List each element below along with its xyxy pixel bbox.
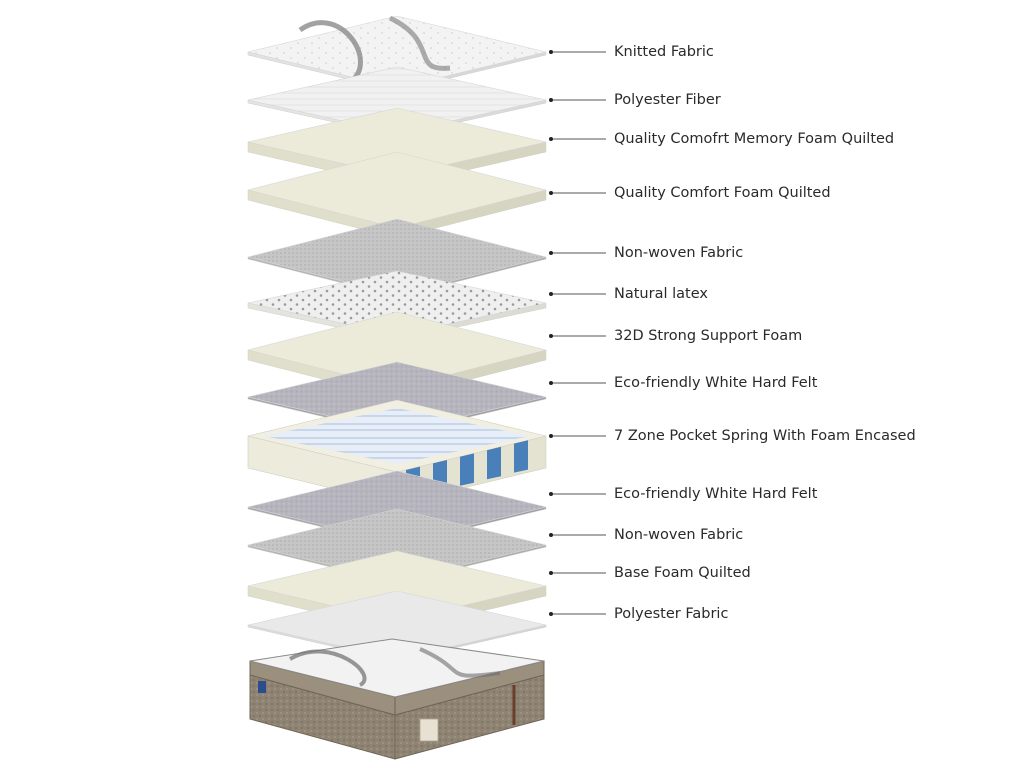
leader-line: [549, 381, 606, 385]
layer-4-foam: [247, 151, 547, 239]
brand-tag: [258, 681, 266, 693]
layer-label: Non-woven Fabric: [614, 526, 744, 543]
leader-line: [549, 191, 606, 195]
leader-line: [549, 292, 606, 296]
layer-label: Eco-friendly White Hard Felt: [614, 374, 818, 391]
leader-line: [549, 98, 606, 102]
layer-label: Quality Comfort Foam Quilted: [614, 184, 831, 201]
pocket-spring-zone: [514, 440, 528, 473]
leader-line: [549, 334, 606, 338]
layer-label: Eco-friendly White Hard Felt: [614, 485, 818, 502]
layer-label: Non-woven Fabric: [614, 244, 744, 261]
pocket-spring-zone: [487, 446, 501, 480]
leader-line: [549, 251, 606, 255]
layer-label: Polyester Fabric: [614, 605, 729, 622]
layer-label: Knitted Fabric: [614, 43, 714, 60]
leader-line: [549, 533, 606, 537]
leader-line: [549, 434, 606, 438]
stitch-pattern: [388, 15, 451, 71]
assembled-mattress: [249, 638, 545, 760]
stitch-pattern: [298, 20, 363, 85]
pocket-spring-zone: [460, 453, 474, 486]
layer-6-latex: [247, 270, 547, 341]
layer-label: 32D Strong Support Foam: [614, 327, 803, 344]
leader-line: [549, 571, 606, 575]
leader-line: [549, 612, 606, 616]
layer-label: Quality Comofrt Memory Foam Quilted: [614, 130, 895, 147]
leader-line: [549, 492, 606, 496]
layer-label: 7 Zone Pocket Spring With Foam Encased: [614, 427, 916, 444]
law-label-tag: [419, 718, 439, 742]
leader-line: [549, 50, 606, 54]
layer-label: Polyester Fiber: [614, 91, 721, 108]
layer-label: Natural latex: [614, 285, 708, 302]
layer-label: Base Foam Quilted: [614, 564, 751, 581]
leader-line: [549, 137, 606, 141]
